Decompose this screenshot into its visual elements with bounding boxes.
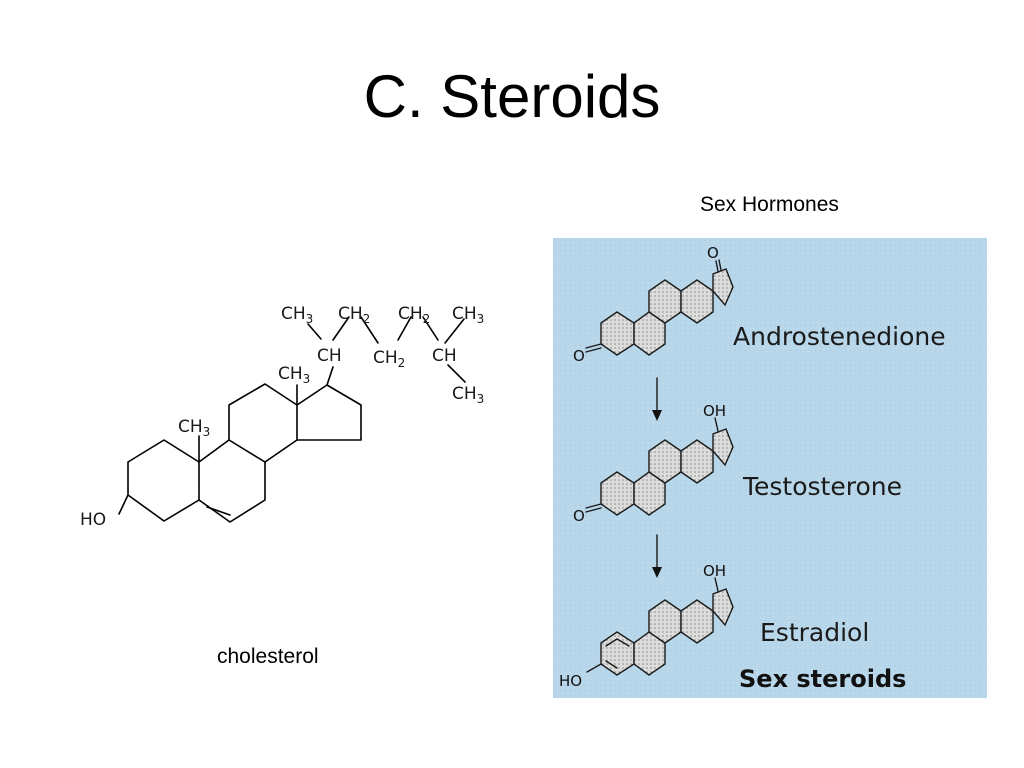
steroid-skeleton [118, 366, 362, 523]
hydroxyl-label: HO [80, 510, 106, 530]
arrow-down-icon [652, 567, 662, 578]
arrow-down-icon [652, 410, 662, 421]
panel-background [553, 238, 987, 698]
androstenedione-structure: O O [573, 244, 734, 365]
cholesterol-structure: HO CH3 CH3 CH3 CH2 CH2 CH3 CH CH2 CH CH3 [80, 304, 484, 530]
cholesterol-caption: cholesterol [217, 645, 319, 668]
ketone-oxygen-label: O [573, 347, 585, 365]
hydroxyl-label: OH [703, 562, 726, 580]
ketone-oxygen-label: O [573, 507, 585, 525]
sex-steroids-label: Sex steroids [739, 665, 906, 693]
methyl-label-c18: CH3 [278, 364, 310, 386]
compound-name-estradiol: Estradiol [760, 618, 869, 647]
side-chain-ch3-label: CH3 [452, 384, 484, 406]
estradiol-structure: HO OH [559, 562, 734, 690]
testosterone-structure: O OH [573, 402, 734, 525]
methyl-label-c19: CH3 [178, 417, 210, 439]
side-chain-ch-label: CH [317, 346, 342, 366]
sex-hormones-caption: Sex Hormones [700, 193, 839, 216]
ketone-oxygen-label: O [707, 244, 719, 262]
side-chain-ch-label: CH [432, 346, 457, 366]
slide-title: C. Steroids [363, 63, 661, 130]
side-chain-ch3-label: CH3 [452, 304, 484, 326]
hydroxyl-label: OH [703, 402, 726, 420]
side-chain-ch3-label: CH3 [281, 304, 313, 326]
side-chain-ch2-label: CH2 [398, 304, 430, 326]
side-chain [307, 316, 466, 383]
compound-name-testosterone: Testosterone [742, 472, 902, 501]
side-chain-ch2-label: CH2 [338, 304, 370, 326]
compound-name-androstenedione: Androstenedione [733, 322, 946, 351]
sex-hormones-panel: O O Androstenedione O OH Testosterone HO… [553, 238, 987, 698]
side-chain-ch2-label: CH2 [373, 348, 405, 370]
hydroxyl-label: HO [559, 672, 582, 690]
